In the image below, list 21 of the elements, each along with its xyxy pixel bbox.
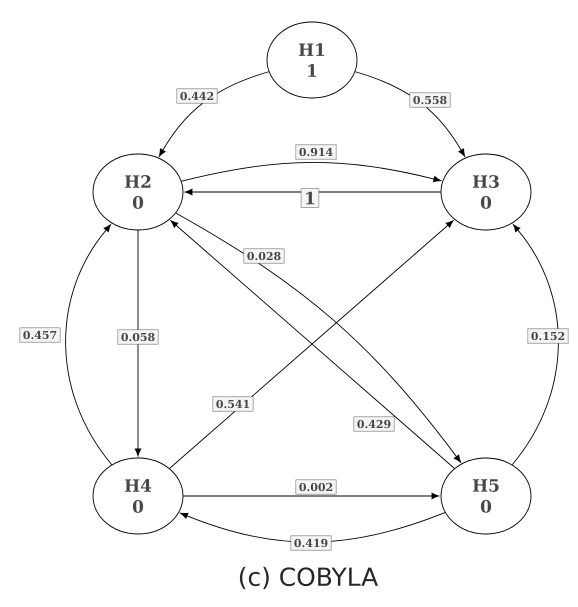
edge-label: 0.002 — [296, 480, 336, 494]
arrow — [184, 188, 441, 196]
arrow — [512, 224, 559, 466]
arrow — [158, 71, 270, 157]
arrow — [183, 492, 440, 500]
edge-label: 0.028 — [244, 248, 284, 264]
edge-label: 0.429 — [354, 416, 394, 432]
edge-label: 1 — [300, 188, 320, 208]
arrow — [181, 162, 442, 182]
edge-label: 0.541 — [212, 396, 254, 412]
arrow — [134, 230, 142, 456]
arrow — [354, 71, 466, 157]
caption: (c) COBYLA — [240, 566, 378, 590]
edge-label: 0.457 — [20, 328, 60, 342]
edge-label: 0.058 — [118, 330, 158, 344]
edge-label: 0.914 — [296, 144, 336, 160]
arrow — [65, 224, 112, 466]
edge-label: 0.419 — [290, 536, 332, 550]
edge-label: 0.152 — [528, 328, 568, 344]
edge-label: 0.442 — [176, 88, 218, 104]
edge-label: 0.558 — [410, 92, 450, 108]
